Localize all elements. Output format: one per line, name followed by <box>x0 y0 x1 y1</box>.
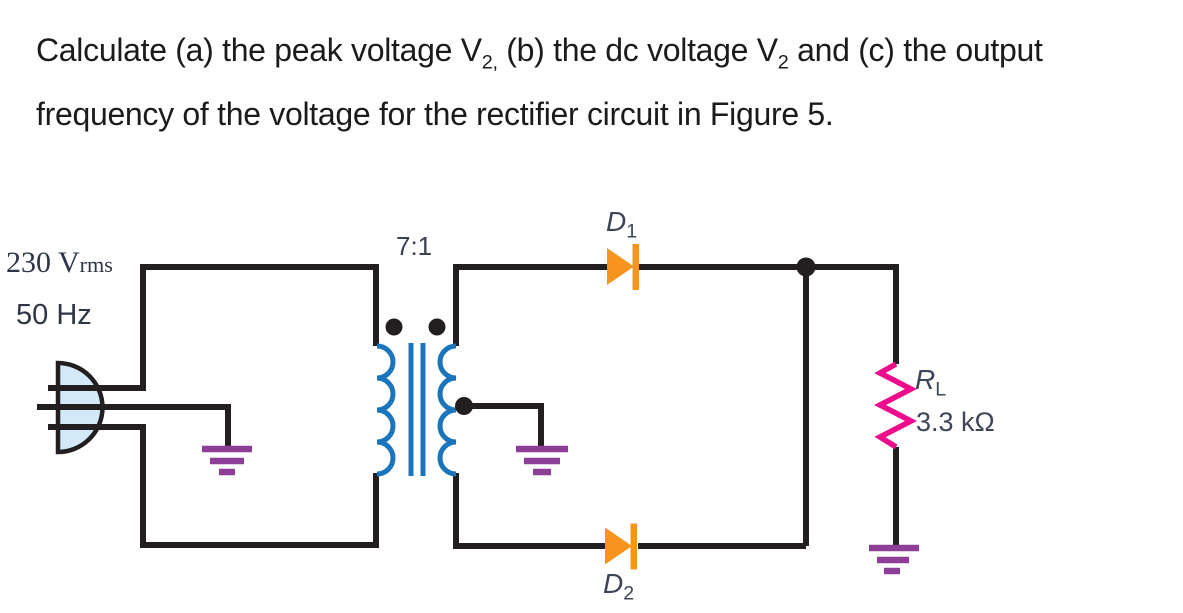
source-voltage-unit-sub: rms <box>79 252 113 277</box>
problem-text-segment: (b) the dc voltage V <box>497 32 778 68</box>
secondary-top-wire <box>453 264 609 346</box>
center-tap-node <box>455 397 473 415</box>
diode1-output-wire <box>638 264 899 364</box>
problem-text-segment: and (c) the output <box>788 32 1043 68</box>
load-name-label: RL <box>915 364 946 402</box>
diode2-icon <box>605 523 637 570</box>
load-value-label: 3.3 kΩ <box>916 407 995 437</box>
diode2-subscript: 2 <box>623 582 635 605</box>
load-resistor-icon <box>874 361 917 450</box>
transformer-primary-coil <box>376 343 396 477</box>
diode1-icon <box>607 244 639 290</box>
output-junction-node <box>796 257 816 277</box>
diode1-subscript: 1 <box>626 220 638 243</box>
plug-prong-middle-wire <box>37 404 231 446</box>
phasing-dot-secondary <box>428 318 446 336</box>
turns-ratio-label: 7:1 <box>396 231 433 261</box>
problem-text-segment: Calculate (a) the peak voltage V <box>36 32 482 68</box>
diode2-letter: D <box>603 568 624 599</box>
source-voltage-main: 230 V <box>6 246 80 279</box>
ground-icon-source <box>202 445 252 476</box>
secondary-bottom-wire <box>453 473 607 549</box>
primary-bottom-wire <box>140 424 379 548</box>
diode1-label: D1 <box>606 206 637 244</box>
ground-icon-center-tap <box>516 445 568 476</box>
problem-line-1: Calculate (a) the peak voltage V2, (b) t… <box>36 24 1176 88</box>
diode1-letter: D <box>606 206 627 237</box>
load-letter: R <box>915 364 936 395</box>
v2-subscript: 2, <box>481 51 498 74</box>
source-voltage-label: 230 Vrms <box>6 246 113 280</box>
v2-subscript: 2 <box>777 51 789 74</box>
diode2-label: D2 <box>603 568 634 606</box>
transformer-secondary-coil <box>437 343 457 477</box>
load-subscript: L <box>935 378 947 401</box>
problem-line-2: frequency of the voltage for the rectifi… <box>36 96 834 133</box>
ground-icon-load <box>869 544 919 575</box>
diode1-triangle <box>607 248 634 285</box>
diode1-cathode-bar <box>632 244 639 290</box>
phasing-dot-primary <box>385 318 403 336</box>
diode2-triangle <box>605 527 632 565</box>
problem-statement: Calculate (a) the peak voltage V2, (b) t… <box>36 24 1176 140</box>
center-tap-wire <box>464 403 544 446</box>
diode2-cathode-bar <box>630 523 637 570</box>
source-frequency-label: 50 Hz <box>16 299 92 331</box>
primary-top-wire <box>140 264 379 391</box>
